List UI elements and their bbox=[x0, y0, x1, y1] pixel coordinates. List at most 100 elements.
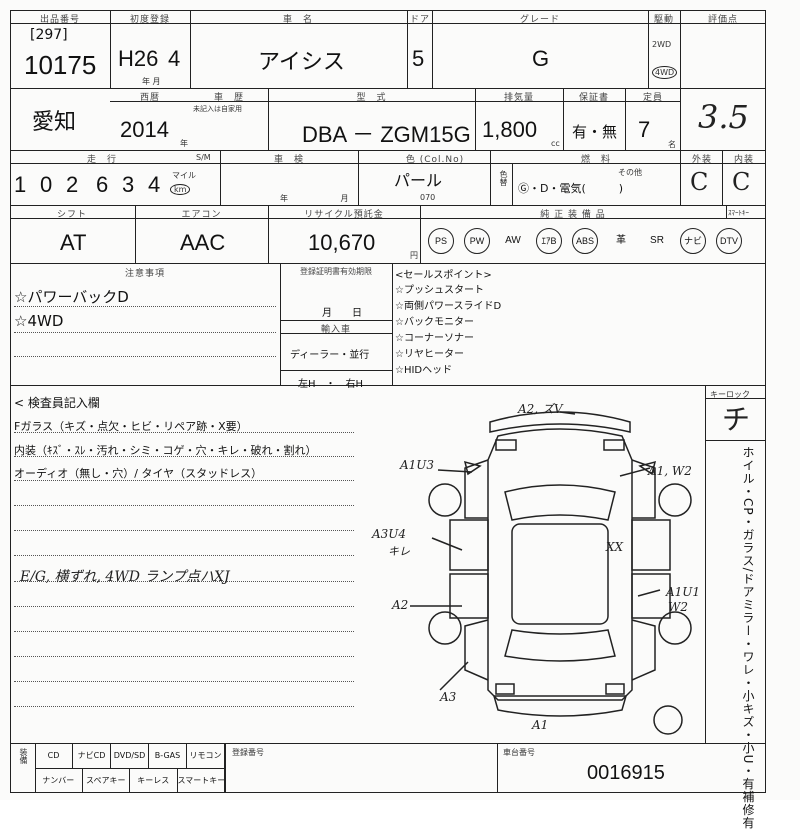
damage-right-front: A1, W2 bbox=[648, 464, 692, 478]
capacity-value: 7 bbox=[638, 117, 651, 142]
color-change: 色替 bbox=[499, 170, 508, 186]
location: 愛知 bbox=[32, 109, 77, 134]
footer-item: ナンバー bbox=[35, 769, 83, 793]
equipment-item: PS bbox=[428, 228, 454, 254]
chassis-number: 0016915 bbox=[587, 762, 665, 784]
equipment-row: PS PW AW ｴｱB ABS 革 SR ナビ DTV bbox=[422, 226, 764, 258]
car-name-label: 車 名 bbox=[282, 15, 313, 25]
shaken-label: 車 検 bbox=[273, 155, 304, 165]
inspector-glass: Fガラス（キズ・点欠・ヒビ・リペア跡・X要） bbox=[14, 420, 248, 433]
shift-label: シフト bbox=[56, 210, 87, 220]
doors-label: ドア bbox=[409, 15, 430, 25]
equipment-item: ｴｱB bbox=[536, 228, 562, 254]
mileage-digit: 4 bbox=[148, 172, 161, 197]
keylock-mark: チ bbox=[722, 403, 751, 436]
sales-points-label: <セールスポイント> bbox=[395, 270, 492, 281]
auction-sheet: 出品番号 初度登録 車 名 ドア グレード 駆動 評価点 [297] 10175… bbox=[10, 10, 766, 829]
car-name: アイシス bbox=[258, 49, 345, 74]
score-value: 3.5 bbox=[698, 98, 749, 136]
steering-side: 左H ・ 右H bbox=[298, 379, 364, 390]
sales-point: ☆HIDヘッド bbox=[395, 365, 453, 376]
notes-label: 注意事項 bbox=[124, 269, 165, 279]
footer-item: ナビCD bbox=[73, 744, 111, 768]
warranty-label: 保証書 bbox=[578, 93, 609, 103]
registration-unit: 年 月 bbox=[142, 77, 161, 86]
damage-right-door-xx: XX bbox=[606, 540, 624, 554]
displacement-label: 排気量 bbox=[503, 93, 534, 103]
equipment-item: PW bbox=[464, 228, 490, 254]
footer-item: リモコン bbox=[187, 744, 225, 768]
mileage-digit: 0 bbox=[40, 172, 53, 197]
equipment-item: SR bbox=[650, 235, 664, 246]
equipment-item: ABS bbox=[572, 228, 598, 254]
equipment-item: 革 bbox=[616, 235, 626, 246]
mile-unit: マイル bbox=[172, 171, 196, 180]
sheet-frame bbox=[10, 10, 766, 793]
registration-month: 4 bbox=[168, 46, 181, 71]
score-label: 評価点 bbox=[707, 15, 738, 25]
import-type: ディーラー・並行 bbox=[290, 350, 370, 361]
equipment-label: 純 正 装 備 品 bbox=[540, 210, 606, 220]
recycle-label: リサイクル預託金 bbox=[304, 210, 384, 220]
equipment-item: ナビ bbox=[680, 228, 706, 254]
warranty-value: 有・無 bbox=[572, 123, 618, 141]
import-label: 輸入車 bbox=[320, 325, 351, 335]
damage-right-rear-w2: W2 bbox=[668, 600, 688, 614]
inspector-handwritten-note: E/G, 横ずれ, 4WD ランプ点ハXJ bbox=[20, 569, 230, 585]
equipment-item: DTV bbox=[716, 228, 742, 254]
recycle-yen: 円 bbox=[410, 251, 418, 260]
footer-item: DVD/SD bbox=[111, 744, 149, 768]
damage-rear: A1 bbox=[532, 718, 549, 732]
capacity-label: 定員 bbox=[642, 93, 663, 103]
interior-label: 内装 bbox=[733, 155, 754, 165]
grade-value: G bbox=[532, 46, 550, 71]
lot-number: 10175 bbox=[24, 50, 97, 80]
damage-left-door: A3U4 bbox=[372, 527, 407, 541]
footer-item: スペアキー bbox=[83, 769, 130, 793]
drive-2wd: 2WD bbox=[652, 40, 672, 49]
shaken-unit: 年 月 bbox=[280, 194, 349, 203]
model-code: DBA － ZGM15G bbox=[302, 122, 471, 147]
keylock-label: キーロック bbox=[710, 390, 750, 399]
note-power-back-door: ☆パワーバックD bbox=[14, 288, 129, 306]
history-sub: 未記入は自家用 bbox=[193, 105, 242, 113]
chassis-number-label: 車台番号 bbox=[503, 748, 535, 757]
equipment-item: AW bbox=[505, 235, 521, 246]
fuel-other: その他 bbox=[618, 168, 642, 177]
model-label: 型 式 bbox=[356, 93, 387, 103]
inspector-title: < 検査員記入欄 bbox=[14, 396, 100, 410]
interior-grade: C bbox=[732, 168, 751, 196]
first-registration-label: 初度登録 bbox=[129, 15, 170, 25]
shift-value: AT bbox=[60, 230, 87, 255]
color-label: 色 (Col.No) bbox=[405, 155, 465, 165]
lot-sub-number: [297] bbox=[30, 27, 68, 43]
damage-rear-left: A3 bbox=[440, 690, 457, 704]
doors-value: 5 bbox=[412, 46, 425, 71]
capacity-unit: 名 bbox=[668, 140, 676, 149]
displacement-value: 1,800 bbox=[482, 117, 538, 142]
fuel-label: 燃 料 bbox=[580, 155, 611, 165]
registration-expiry-label: 登録証明書有効期限 bbox=[300, 267, 372, 276]
sales-point: ☆リヤヒーター bbox=[395, 349, 464, 360]
registration-month-day: 月 日 bbox=[322, 308, 362, 319]
grade-label: グレード bbox=[519, 15, 560, 25]
mileage-digit: 3 bbox=[122, 172, 135, 197]
registration-number-label: 登録番号 bbox=[232, 748, 264, 757]
mileage-sub: S/M bbox=[196, 153, 211, 162]
footer-item: キーレス bbox=[130, 769, 178, 793]
seireki-label: 西暦 bbox=[139, 93, 160, 103]
km-unit: km bbox=[170, 184, 191, 195]
drive-label: 駆動 bbox=[653, 15, 674, 25]
sales-point: ☆両側パワースライドD bbox=[395, 301, 502, 312]
car-damage-diagram bbox=[410, 411, 692, 735]
footer-item: スマートキー bbox=[178, 769, 225, 793]
inspector-interior: 内装（ｷｽﾞ・ｽﾚ・汚れ・シミ・コゲ・穴・キレ・破れ・割れ） bbox=[14, 444, 317, 457]
displacement-unit: cc bbox=[551, 139, 560, 148]
damage-left-door-cut: キレ bbox=[388, 545, 410, 558]
exterior-label: 外装 bbox=[691, 155, 712, 165]
inspector-audio-tire: オーディオ（無し・穴）/ タイヤ（スタッドレス） bbox=[14, 467, 263, 480]
aircon-label: エアコン bbox=[181, 210, 222, 220]
footer-items-bottom: ナンバースペアキーキーレススマートキー bbox=[35, 769, 225, 793]
year-unit: 年 bbox=[180, 139, 188, 148]
